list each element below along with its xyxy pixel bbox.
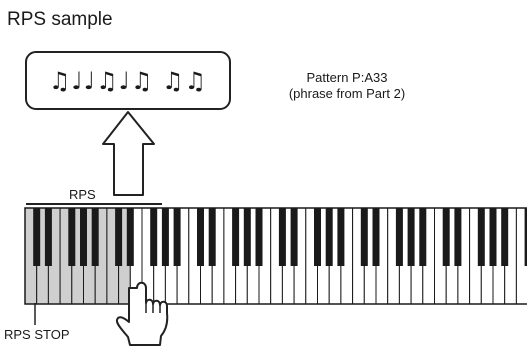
black-key [290, 208, 298, 266]
pattern-label: Pattern P:A33 [306, 70, 388, 85]
black-key [407, 208, 415, 266]
black-key [501, 208, 509, 266]
phrase-notation: ♫♩♩♫♩♫ ♫♫ [48, 66, 208, 95]
black-key [161, 208, 169, 266]
black-key [44, 208, 52, 266]
black-key [208, 208, 216, 266]
black-key [115, 208, 123, 266]
black-key [197, 208, 204, 266]
black-key [442, 208, 450, 266]
black-key [372, 208, 380, 266]
phrase-notation-box: ♫♩♩♫♩♫ ♫♫ [25, 51, 231, 110]
black-key [395, 208, 403, 266]
black-key [489, 208, 497, 266]
keyboard-outline [24, 207, 527, 305]
rps-stop-label: RPS STOP [4, 327, 70, 342]
rps-range-label: RPS [69, 187, 96, 202]
black-key [278, 208, 286, 266]
phrase-label: (phrase from Part 2) [288, 86, 406, 101]
black-key [524, 208, 527, 266]
black-key [419, 208, 427, 266]
black-key [314, 208, 321, 266]
black-key [232, 208, 240, 266]
black-key [325, 208, 333, 266]
black-key [91, 208, 99, 266]
black-key [454, 208, 462, 266]
black-key [255, 208, 263, 266]
black-key [150, 208, 158, 266]
page-title: RPS sample [7, 9, 113, 30]
black-key [33, 208, 41, 266]
black-key [243, 208, 251, 266]
black-key [80, 208, 87, 266]
black-key [337, 208, 345, 266]
black-key [126, 208, 134, 266]
black-key [68, 208, 76, 266]
black-key [360, 208, 368, 266]
black-key [477, 208, 485, 266]
black-key [173, 208, 181, 266]
